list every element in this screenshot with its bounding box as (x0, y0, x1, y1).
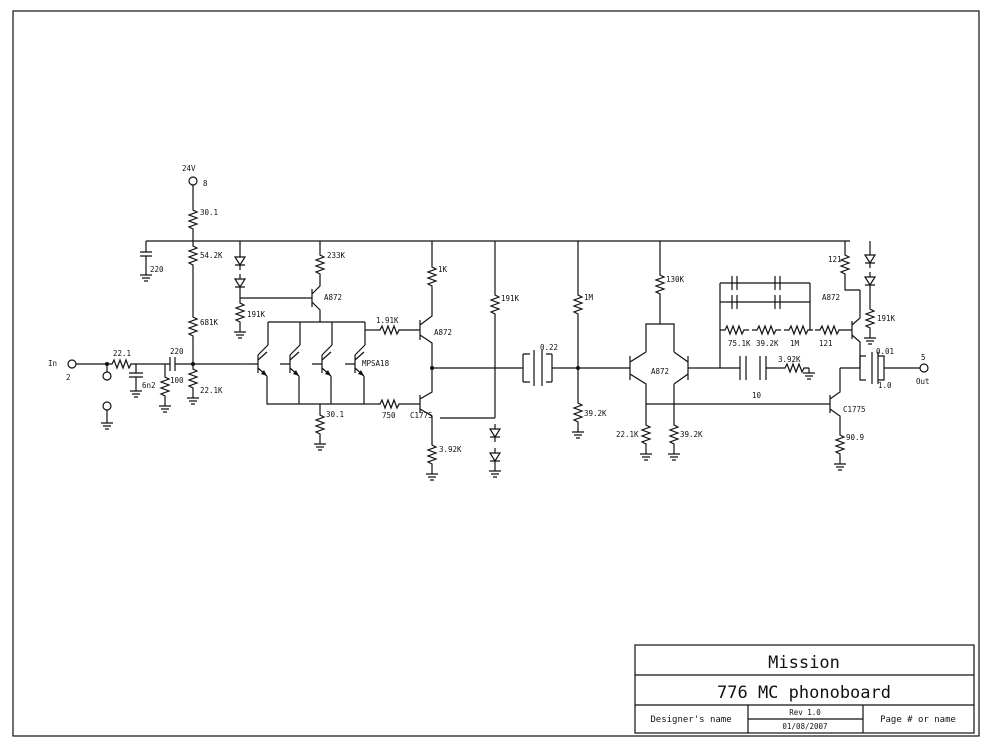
svg-text:6n2: 6n2 (142, 381, 156, 390)
svg-text:100: 100 (170, 376, 184, 385)
svg-text:39.2K: 39.2K (680, 430, 703, 439)
svg-text:1.91K: 1.91K (376, 316, 399, 325)
svg-text:10: 10 (752, 391, 762, 400)
svg-text:90.9: 90.9 (846, 433, 864, 442)
svg-text:A872: A872 (434, 328, 452, 337)
svg-text:In: In (48, 359, 57, 368)
page-name: Page # or name (880, 715, 956, 725)
svg-text:233K: 233K (327, 251, 346, 260)
svg-text:191K: 191K (501, 294, 520, 303)
svg-text:130K: 130K (666, 275, 685, 284)
coupling-cap-022: 0.22 (495, 343, 578, 386)
svg-text:220: 220 (150, 265, 164, 274)
svg-text:3.92K: 3.92K (439, 445, 462, 454)
input-terminal: In 2 22.1 6n2 100 220 (48, 347, 240, 430)
svg-text:5: 5 (921, 353, 926, 362)
svg-text:1.0: 1.0 (878, 381, 892, 390)
svg-text:C1775: C1775 (843, 405, 866, 414)
power-pin: 8 (203, 179, 208, 188)
svg-text:121: 121 (828, 255, 842, 264)
svg-text:0.01: 0.01 (876, 347, 894, 356)
feedback-network: 75.1K 39.2K 1M 121 10 3.92K (719, 276, 845, 400)
svg-text:191K: 191K (247, 310, 266, 319)
svg-text:220: 220 (170, 347, 184, 356)
q-c1775-2: C1775 90.9 (820, 368, 866, 471)
svg-text:2: 2 (66, 373, 71, 382)
output-terminal: 0.01 1.0 5 Out (840, 347, 930, 390)
q-a872-pair: 130K A872 22.1K 39.2K (578, 241, 820, 461)
svg-text:22.1K: 22.1K (200, 386, 223, 395)
power-terminal: 24V 8 30.1 (182, 164, 218, 235)
r-1m-39k: 1M 39.2K (571, 241, 607, 439)
q-a872-3: 121 A872 191K (822, 241, 896, 368)
svg-text:A872: A872 (324, 293, 342, 302)
svg-text:1K: 1K (438, 265, 448, 274)
svg-text:681K: 681K (200, 318, 219, 327)
bias-divider: 54.2K 681K 22.1K (186, 240, 223, 405)
svg-text:C1775: C1775 (410, 411, 433, 420)
r-supply-label: 30.1 (200, 208, 218, 217)
svg-text:39.2K: 39.2K (584, 409, 607, 418)
q-a872-2: 1K A872 (404, 241, 452, 368)
svg-text:121: 121 (819, 339, 833, 348)
svg-text:54.2K: 54.2K (200, 251, 223, 260)
power-label: 24V (182, 164, 196, 173)
q-a872-1: 233K A872 (305, 241, 346, 322)
company-name: Mission (768, 653, 840, 673)
svg-text:MPSA18: MPSA18 (362, 359, 390, 368)
svg-text:39.2K: 39.2K (756, 339, 779, 348)
svg-text:30.1: 30.1 (326, 410, 344, 419)
page-border (12, 10, 980, 737)
svg-text:1M: 1M (790, 339, 800, 348)
date: 01/08/2007 (782, 722, 827, 731)
input-transistor-array: MPSA18 30.1 1.91K 750 (240, 316, 405, 451)
svg-text:A872: A872 (651, 367, 669, 376)
svg-text:75.1K: 75.1K (728, 339, 751, 348)
designer-name: Designer's name (650, 715, 731, 725)
svg-text:22.1: 22.1 (113, 349, 131, 358)
revision: Rev 1.0 (789, 708, 821, 717)
svg-text:3.92K: 3.92K (778, 355, 801, 364)
r-191k-diodes: 191K (440, 241, 520, 478)
title-block: Mission 776 MC phonoboard Designer's nam… (634, 644, 975, 734)
q-c1775-1: C1775 3.92K (404, 368, 462, 481)
svg-text:191K: 191K (877, 314, 896, 323)
drawing-title: 776 MC phonoboard (717, 683, 891, 703)
svg-text:22.1K: 22.1K (616, 430, 639, 439)
diode-string-left: 191K (233, 241, 305, 339)
svg-text:A872: A872 (822, 293, 840, 302)
svg-text:0.22: 0.22 (540, 343, 558, 352)
supply-capacitor: 220 (139, 241, 164, 282)
svg-text:750: 750 (382, 411, 396, 420)
svg-text:Out: Out (916, 377, 930, 386)
svg-text:1M: 1M (584, 293, 594, 302)
